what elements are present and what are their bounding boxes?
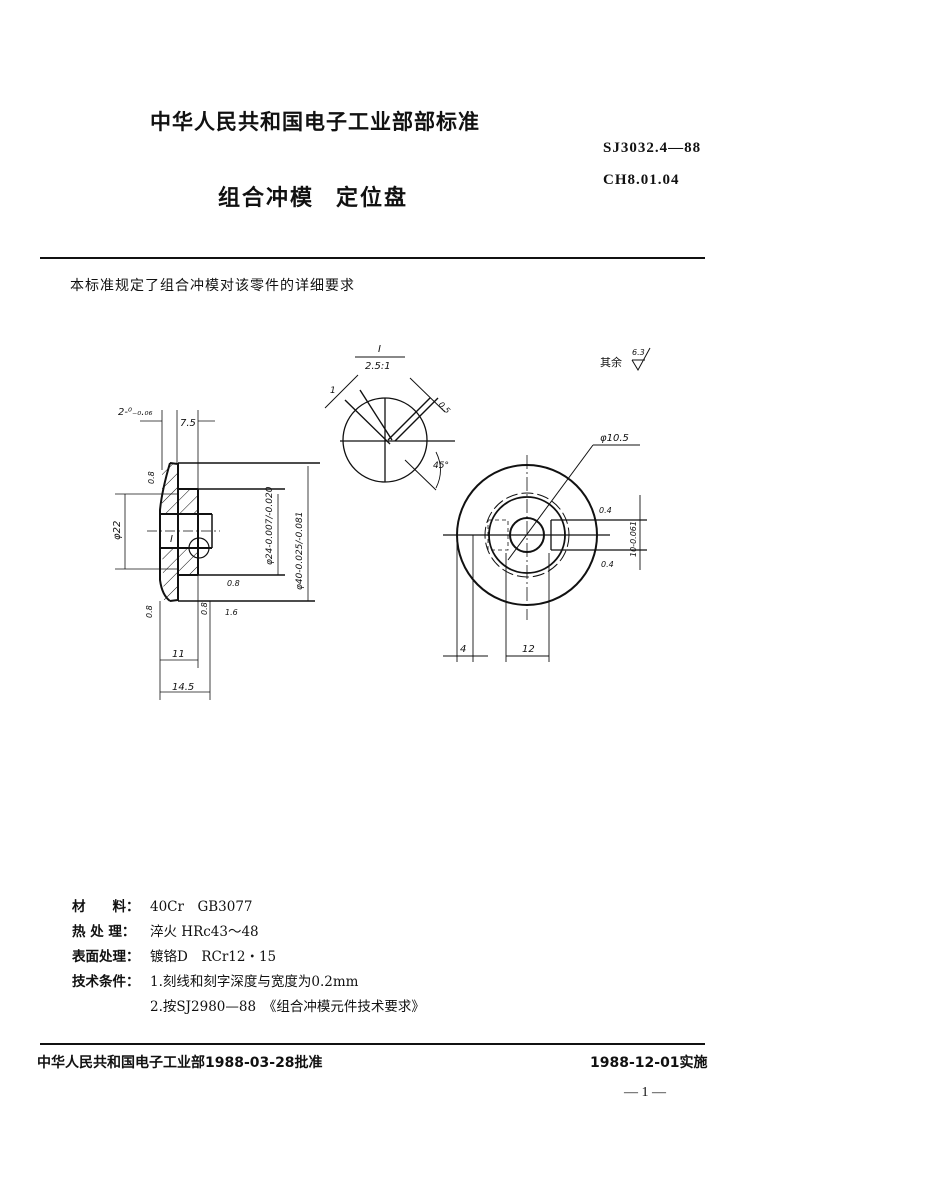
spec-label: 热 处 理： [72, 924, 136, 940]
roughness-0-8-b: 0.8 [145, 605, 154, 618]
spec-material: 材 料： 40Cr GB3077 [72, 895, 253, 916]
roughness-0-4-bottom: 0.4 [601, 560, 614, 569]
spec-value: 淬火 HRc43～48 [150, 924, 259, 940]
dim-11: 11 [172, 649, 185, 660]
detail-label: I [378, 344, 381, 355]
classification-code: CH8.01.04 [603, 172, 680, 188]
spec-technical-conditions: 技术条件： 1.刻线和刻字深度与宽度为0.2mm [72, 970, 358, 991]
plan-view [443, 444, 647, 662]
dim-thickness: 2-⁰₋₀.₀₆ [118, 407, 152, 418]
document-title: 组合冲模定位盘 [218, 180, 408, 212]
spec-surface-treatment: 表面处理： 镀铬D RCr12・15 [72, 945, 276, 966]
intro-text: 本标准规定了组合冲模对该零件的详细要求 [70, 278, 355, 294]
dim-dia-24: φ24-0.007/-0.020 [265, 486, 275, 565]
spec-label: 材 料： [72, 899, 140, 915]
approval-text: 中华人民共和国电子工业部1988-03-28批准 [37, 1055, 323, 1071]
spec-value: 1.刻线和刻字深度与宽度为0.2mm [150, 974, 359, 990]
detail-ref-label: I [170, 534, 173, 545]
standard-code: SJ3032.4—88 [603, 140, 702, 156]
footer-divider [40, 1043, 705, 1045]
roughness-0-8-a: 0.8 [147, 471, 156, 484]
dim-dia-40: φ40-0.025/-0.081 [295, 512, 305, 590]
dim-7-5: 7.5 [180, 418, 196, 429]
surface-finish-symbol [631, 347, 651, 372]
spec-label: 表面处理： [72, 949, 140, 965]
roughness-0-4-top: 0.4 [599, 506, 612, 515]
spec-value: 40Cr GB3077 [150, 899, 253, 915]
section-view [115, 410, 320, 700]
surface-finish-label: 其余 [600, 355, 622, 369]
surface-finish-value: 6.3 [632, 348, 645, 357]
title-part-1: 组合冲模 [218, 186, 315, 211]
effective-date: 1988-12-01实施 [590, 1055, 708, 1071]
technical-drawing: 2-⁰₋₀.₀₆ 7.5 φ22 φ24-0.007/-0.020 φ40-0.… [112, 344, 651, 700]
dim-14-5: 14.5 [172, 682, 194, 693]
detail-scale: 2.5:1 [365, 361, 391, 372]
detail-dim-1: 1 [330, 386, 336, 396]
roughness-0-8-c: 0.8 [200, 602, 209, 615]
spec-heat-treatment: 热 处 理： 淬火 HRc43～48 [72, 920, 259, 941]
dim-12: 12 [522, 644, 535, 655]
dim-slot-width: 10-0.061 [629, 521, 638, 557]
detail-angle: 45° [433, 461, 449, 471]
detail-view [324, 356, 455, 491]
roughness-1-6: 1.6 [225, 608, 238, 617]
spec-technical-conditions-2: 2.按SJ2980—88 《组合冲模元件技术要求》 [72, 995, 425, 1016]
page-number: — 1 — [624, 1085, 666, 1100]
spec-label: 技术条件： [72, 974, 140, 990]
spec-value: 2.按SJ2980—88 《组合冲模元件技术要求》 [150, 999, 425, 1015]
dim-dia-22: φ22 [112, 521, 123, 540]
dim-4: 4 [460, 644, 466, 655]
header-divider [40, 257, 705, 259]
title-part-2: 定位盘 [336, 186, 409, 211]
standard-body-title: 中华人民共和国电子工业部部标准 [150, 110, 480, 134]
spec-value: 镀铬D RCr12・15 [150, 949, 277, 965]
dim-dia-10-5: φ10.5 [600, 433, 629, 444]
roughness-0-8-d: 0.8 [227, 579, 240, 588]
detail-dim-0-5: 0.5 [437, 400, 452, 415]
